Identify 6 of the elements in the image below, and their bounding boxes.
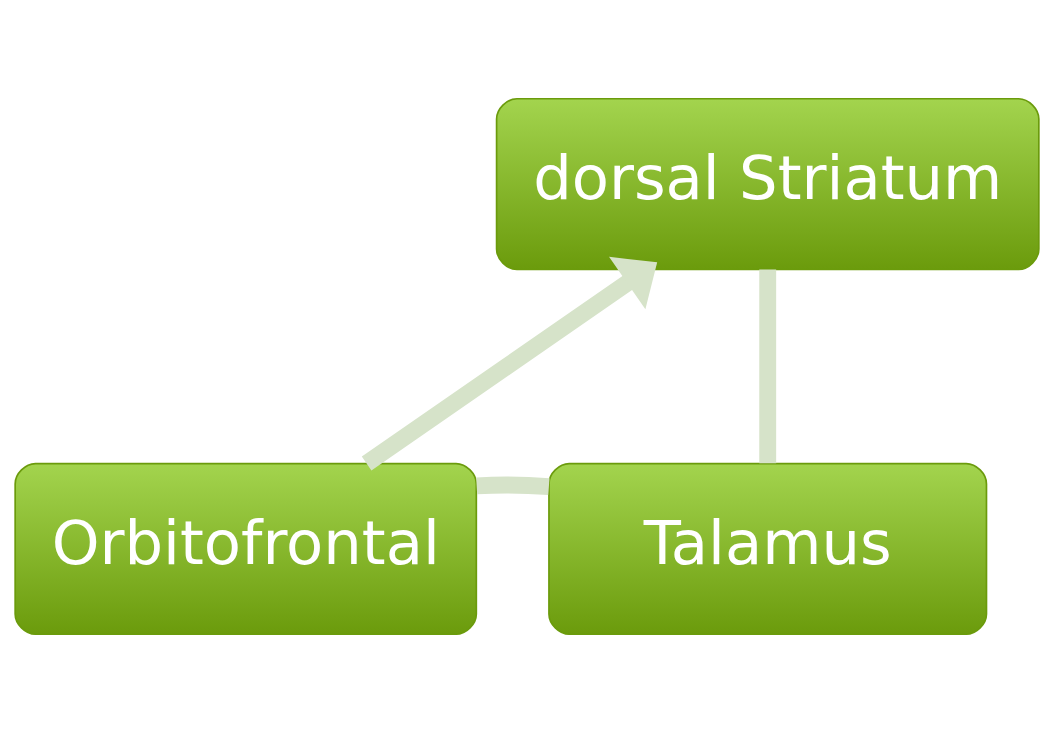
connector: [476, 476, 550, 495]
connector: [759, 269, 777, 463]
node-box: Orbitofrontal: [14, 462, 478, 635]
node-box: Talamus: [548, 462, 988, 635]
node-box: dorsal Striatum: [495, 97, 1040, 270]
arrow: [361, 256, 658, 470]
